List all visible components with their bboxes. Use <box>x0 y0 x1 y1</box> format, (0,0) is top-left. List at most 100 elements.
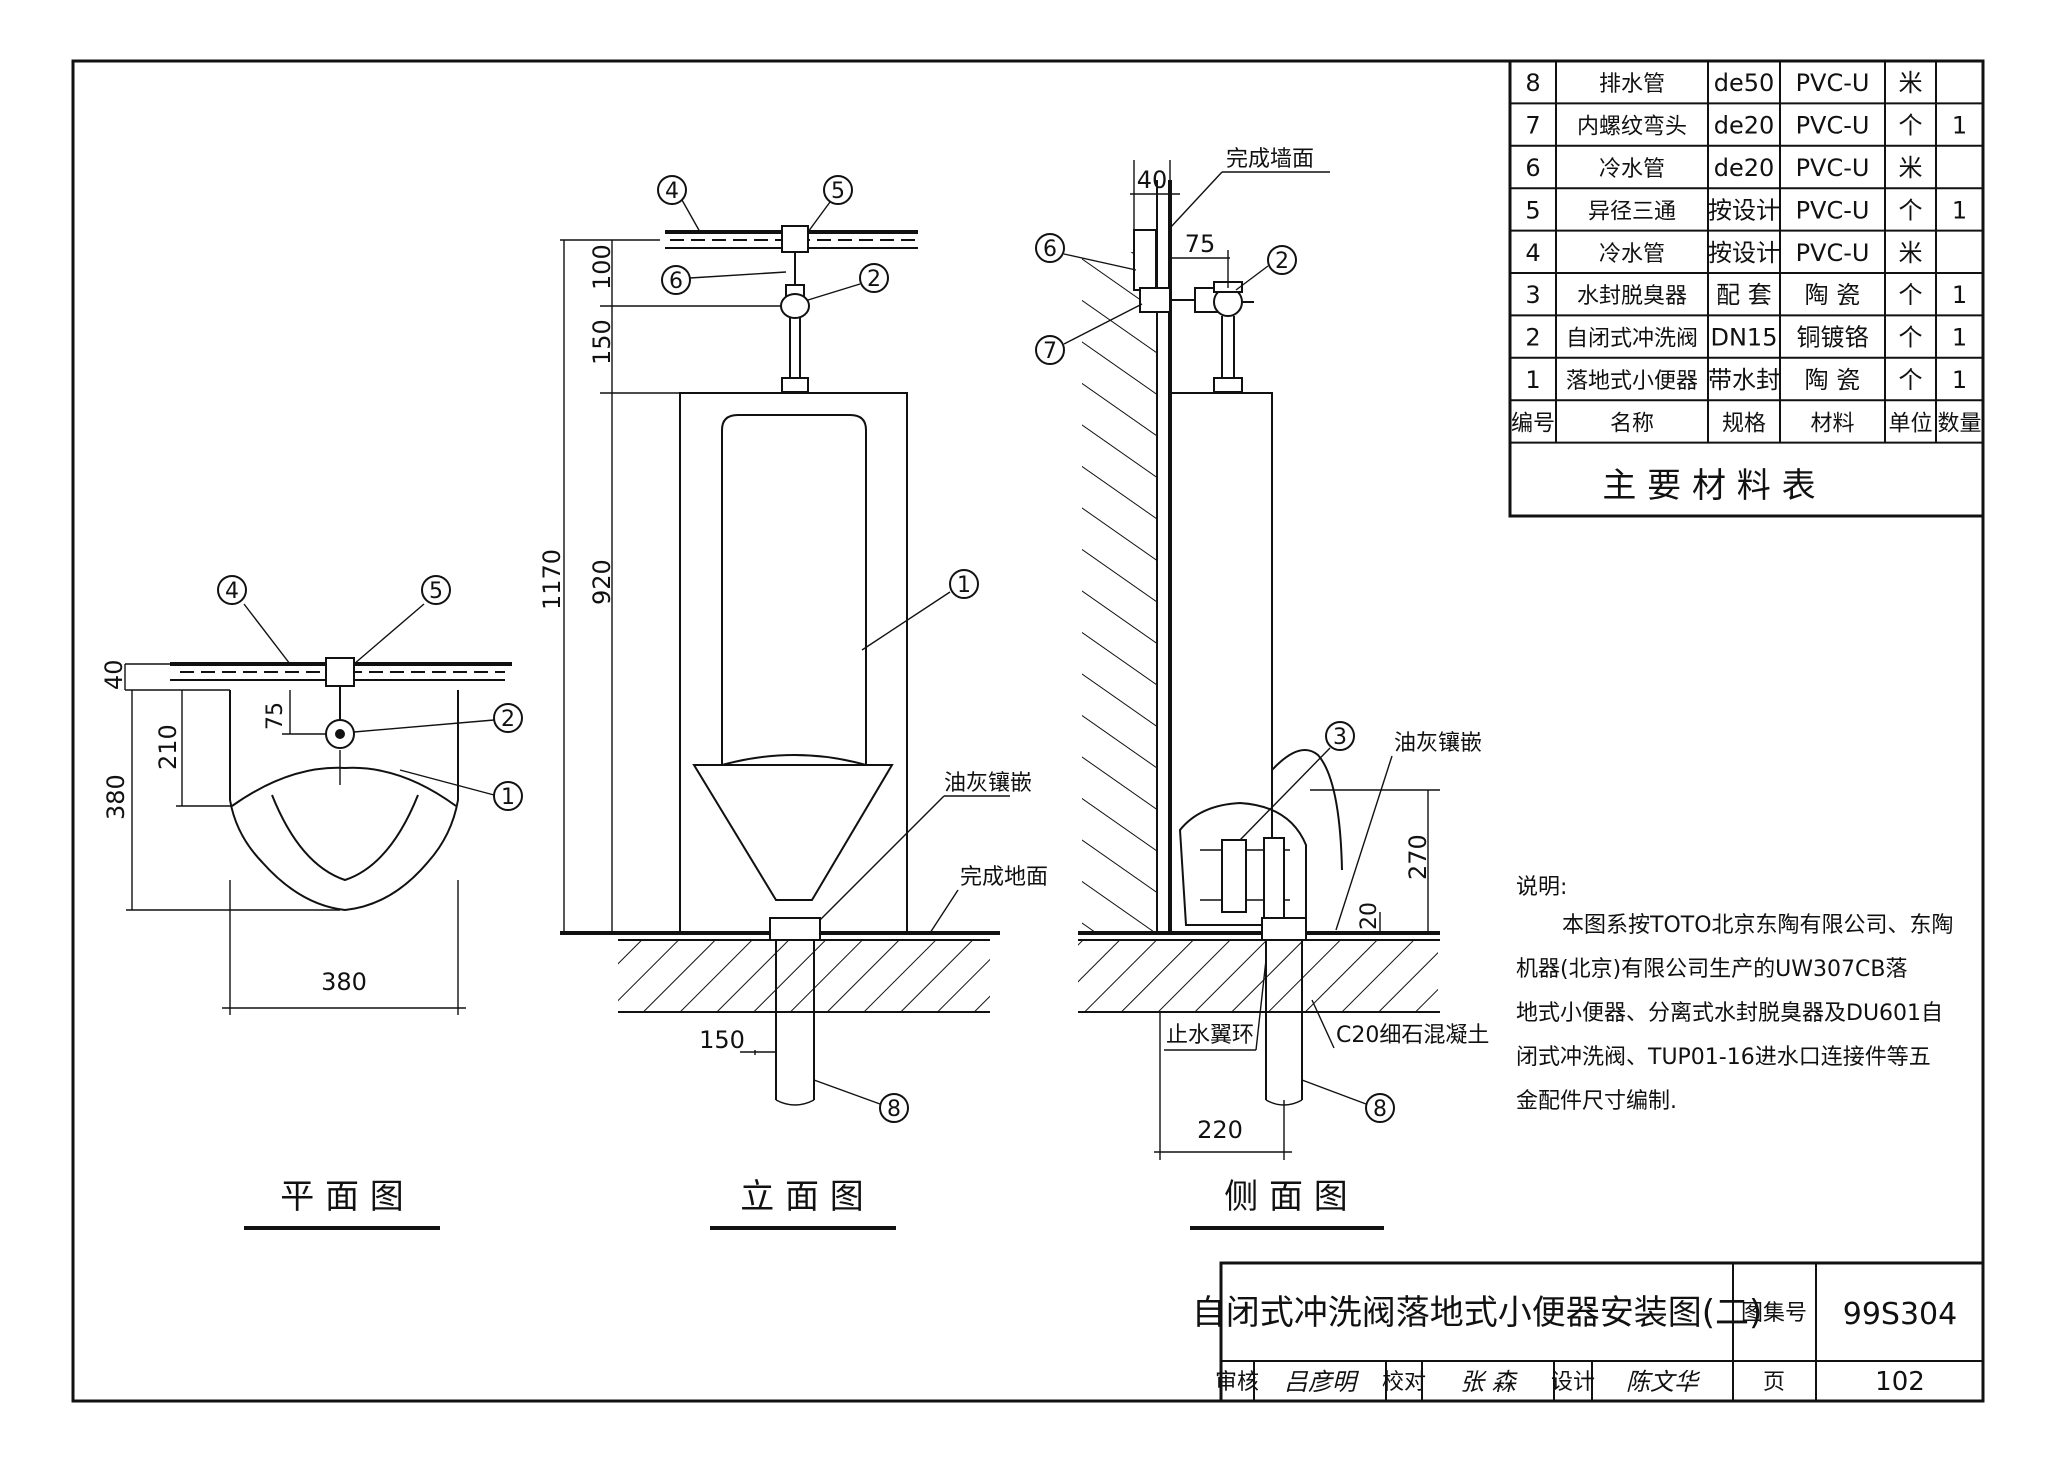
notes-line-3: 地式小便器、分离式水封脱臭器及DU601自 <box>1516 1001 1943 1026</box>
table-header-num: 编号 <box>1511 411 1555 436</box>
side-dim-220: 220 <box>1197 1116 1243 1144</box>
table-cell-material: PVC-U <box>1796 69 1870 97</box>
elev-dim-150: 150 <box>588 319 616 365</box>
table-cell-unit: 个 <box>1899 112 1923 140</box>
table-cell-num: 4 <box>1525 239 1540 267</box>
notes-line-4: 闭式冲洗阀、TUP01-16进水口连接件等五 <box>1516 1045 1931 1070</box>
table-cell-num: 7 <box>1525 112 1540 140</box>
table-cell-qty: 1 <box>1952 196 1967 224</box>
drawing-title: 自闭式冲洗阀落地式小便器安装图(二) <box>1192 1293 1763 1333</box>
side-dim-40: 40 <box>1137 166 1168 194</box>
elev-dim-150b: 150 <box>699 1026 745 1054</box>
plan-view-title: 平 面 图 <box>280 1177 404 1217</box>
table-cell-num: 3 <box>1525 281 1540 309</box>
plan-dim-380h: 380 <box>321 968 367 996</box>
elev-dim-100: 100 <box>588 244 616 290</box>
side-water-stop-ring: 止水翼环 <box>1166 1023 1254 1048</box>
elev-putty-embed: 油灰镶嵌 <box>944 771 1032 796</box>
table-cell-spec: 按设计 <box>1708 239 1780 267</box>
side-dim-270: 270 <box>1404 834 1432 880</box>
table-cell-material: PVC-U <box>1796 154 1870 182</box>
table-cell-qty: 1 <box>1952 112 1967 140</box>
designer-signature: 陈文华 <box>1626 1368 1701 1396</box>
sheet-border <box>71 59 1985 1403</box>
table-header-name: 名称 <box>1610 411 1654 436</box>
table-cell-num: 1 <box>1525 366 1540 394</box>
table-cell-unit: 米 <box>1899 69 1923 97</box>
elevation-view: 100 150 920 1170 150 完成地面 油灰镶嵌 4 5 6 2 1… <box>538 175 1048 1230</box>
table-cell-name: 落地式小便器 <box>1566 369 1698 394</box>
plan-dim-75: 75 <box>263 702 288 730</box>
table-cell-name: 冷水管 <box>1599 242 1665 267</box>
table-cell-material: PVC-U <box>1796 196 1870 224</box>
table-cell-spec: 按设计 <box>1708 196 1780 224</box>
table-header-qty: 数量 <box>1937 411 1981 436</box>
design-label: 设计 <box>1551 1370 1595 1395</box>
table-cell-num: 5 <box>1525 196 1540 224</box>
side-view: 40 75 270 20 220 完成墙面 油灰镶嵌 止水翼环 C20细石混凝土… <box>1035 147 1489 1230</box>
table-header-spec: 规格 <box>1722 411 1766 436</box>
table-cell-spec: de20 <box>1714 154 1775 182</box>
elev-finished-floor: 完成地面 <box>960 865 1048 890</box>
table-cell-qty: 1 <box>1952 324 1967 352</box>
table-cell-unit: 个 <box>1899 366 1923 394</box>
page-label: 页 <box>1763 1370 1785 1395</box>
table-cell-unit: 个 <box>1899 281 1923 309</box>
elev-callout-4: 4 <box>665 179 679 204</box>
table-cell-material: PVC-U <box>1796 239 1870 267</box>
table-cell-unit: 个 <box>1899 324 1923 352</box>
plan-callout-2: 2 <box>501 707 515 732</box>
side-view-title: 侧 面 图 <box>1224 1177 1348 1217</box>
table-cell-num: 2 <box>1525 324 1540 352</box>
atlas-number: 99S304 <box>1843 1297 1957 1332</box>
table-cell-num: 8 <box>1525 69 1540 97</box>
table-cell-spec: de20 <box>1714 112 1775 140</box>
elev-dim-920: 920 <box>588 559 616 605</box>
table-caption: 主 要 材 料 表 <box>1602 466 1815 506</box>
atlas-label: 图集号 <box>1741 1301 1807 1326</box>
review-label: 审核 <box>1215 1370 1259 1395</box>
table-cell-spec: DN15 <box>1711 324 1778 352</box>
plan-dim-380v: 380 <box>102 774 130 820</box>
elevation-view-title: 立 面 图 <box>740 1177 864 1217</box>
table-cell-qty: 1 <box>1952 281 1967 309</box>
notes-block: 说明: 本图系按TOTO北京东陶有限公司、东陶 机器(北京)有限公司生产的UW3… <box>1516 875 1954 1114</box>
table-cell-material: 陶 瓷 <box>1805 366 1861 394</box>
plan-callout-5: 5 <box>429 579 443 604</box>
reviewer-signature: 吕彦明 <box>1284 1368 1360 1396</box>
table-cell-name: 冷水管 <box>1599 157 1665 182</box>
table-cell-material: 陶 瓷 <box>1805 281 1861 309</box>
notes-line-1: 本图系按TOTO北京东陶有限公司、东陶 <box>1562 913 1954 938</box>
side-finished-wall: 完成墙面 <box>1226 147 1314 172</box>
table-cell-name: 排水管 <box>1599 72 1665 97</box>
side-callout-8: 8 <box>1373 1097 1387 1122</box>
table-cell-spec: de50 <box>1714 69 1775 97</box>
side-callout-7: 7 <box>1043 339 1057 364</box>
table-cell-num: 6 <box>1525 154 1540 182</box>
side-callout-3: 3 <box>1333 725 1347 750</box>
notes-line-5: 金配件尺寸编制. <box>1516 1089 1677 1114</box>
plan-dim-210: 210 <box>154 724 182 770</box>
plan-view: 40 75 210 380 380 4 5 2 1 平 面 图 <box>100 575 523 1230</box>
side-putty-embed: 油灰镶嵌 <box>1394 731 1482 756</box>
check-label: 校对 <box>1382 1370 1426 1395</box>
side-callout-6: 6 <box>1043 237 1057 262</box>
side-callout-2: 2 <box>1275 249 1289 274</box>
table-cell-name: 内螺纹弯头 <box>1577 115 1687 140</box>
side-dim-20: 20 <box>1357 902 1382 930</box>
table-header-material: 材料 <box>1810 411 1854 436</box>
side-concrete: C20细石混凝土 <box>1336 1023 1489 1048</box>
table-cell-unit: 米 <box>1899 154 1923 182</box>
table-cell-material: PVC-U <box>1796 112 1870 140</box>
plan-dim-40: 40 <box>100 659 128 690</box>
notes-title: 说明: <box>1516 875 1567 900</box>
elev-callout-2: 2 <box>867 267 881 292</box>
elev-callout-8: 8 <box>887 1097 901 1122</box>
title-block: 自闭式冲洗阀落地式小便器安装图(二) 图集号 99S304 审核 吕彦明 校对 … <box>1192 1261 1985 1403</box>
elev-callout-5: 5 <box>831 179 845 204</box>
page-number: 102 <box>1875 1367 1925 1397</box>
table-cell-name: 自闭式冲洗阀 <box>1566 327 1698 352</box>
notes-line-2: 机器(北京)有限公司生产的UW307CB落 <box>1516 957 1907 982</box>
